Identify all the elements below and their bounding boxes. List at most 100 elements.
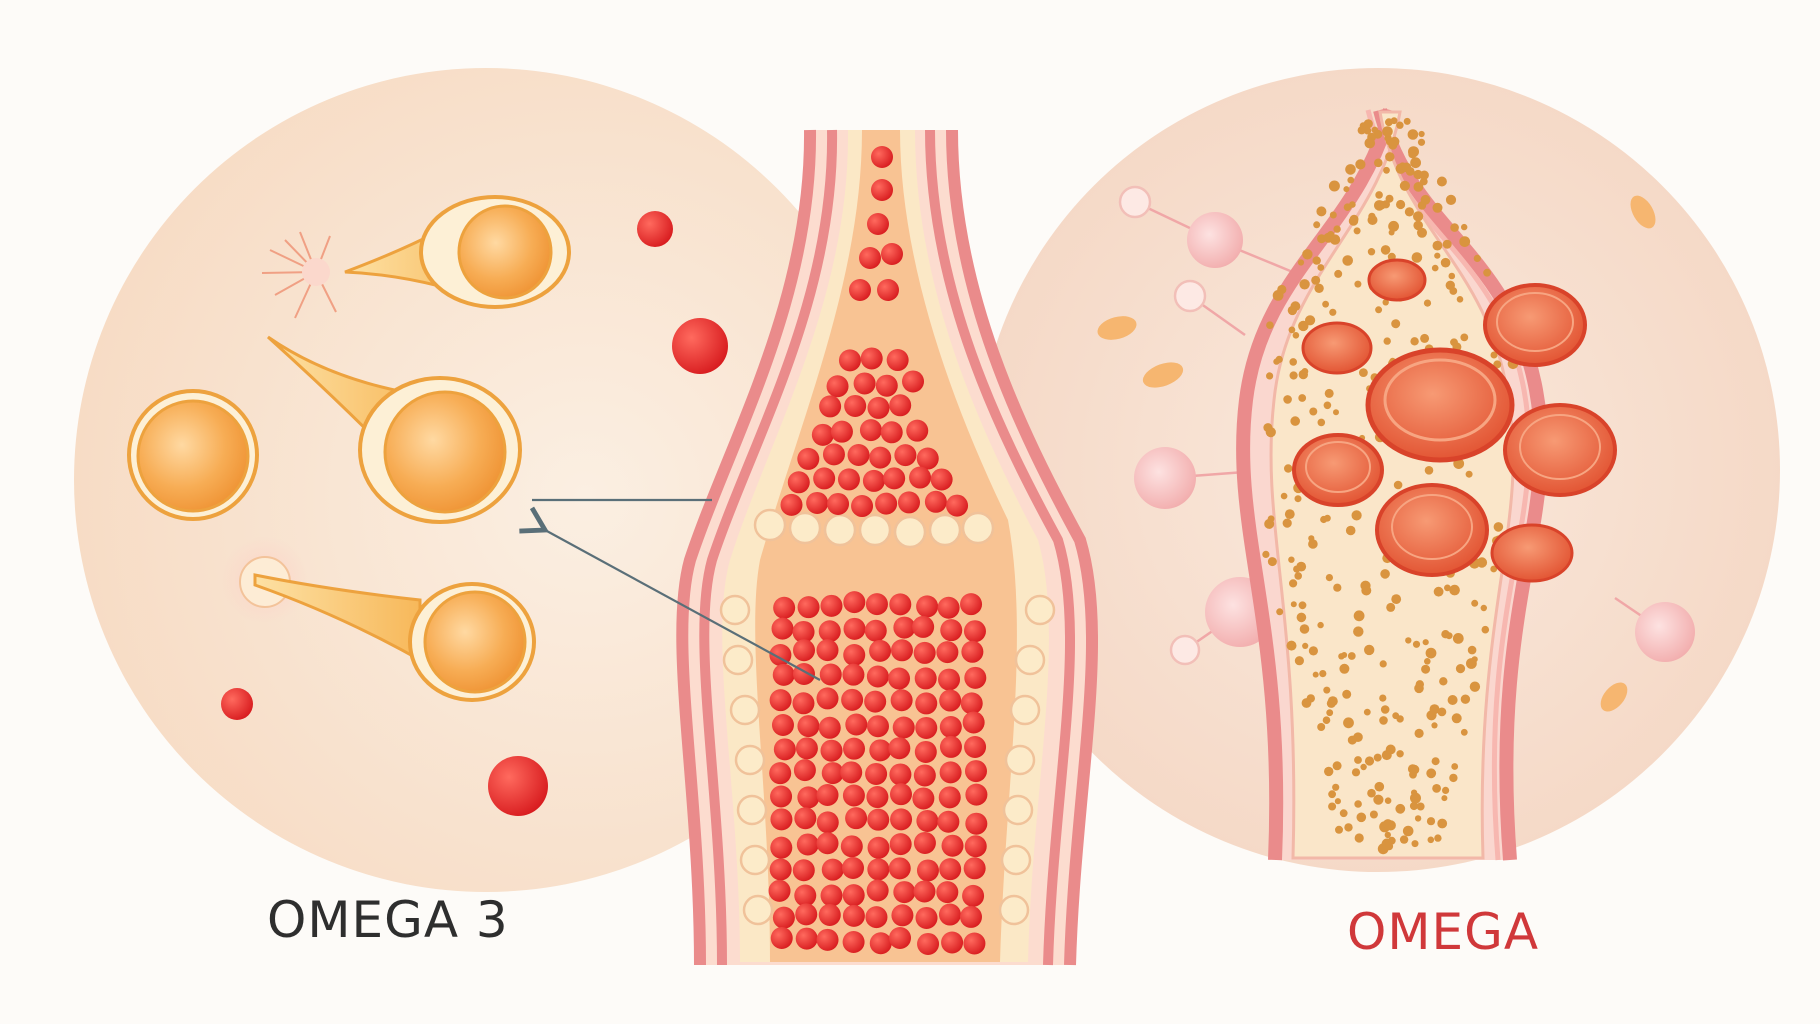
plaque-particle <box>1375 191 1383 199</box>
red-cell <box>913 764 936 787</box>
wall-cell <box>1009 694 1041 726</box>
wall-cell <box>1000 844 1032 876</box>
plaque-particle <box>1347 735 1357 745</box>
plaque-particle <box>1480 604 1488 612</box>
red-cell <box>916 595 939 618</box>
wall-cell <box>1004 744 1036 776</box>
plaque-particle <box>1421 664 1431 674</box>
red-cell <box>813 467 836 490</box>
plaque-particle <box>1385 820 1396 831</box>
plaque-particle <box>1277 284 1287 295</box>
red-cell <box>875 374 898 397</box>
plaque-particle <box>1448 272 1456 280</box>
plaque-particle <box>1419 177 1428 186</box>
plaque-particle <box>1347 652 1356 660</box>
wall-cell <box>722 644 754 676</box>
wall-cell <box>729 694 761 726</box>
plaque-particle <box>1301 368 1309 375</box>
plaque-particle <box>1441 795 1448 802</box>
wall-cell <box>736 794 768 826</box>
red-cell <box>819 395 842 418</box>
red-cell <box>770 836 793 859</box>
plaque-particle <box>1323 401 1332 410</box>
plaque-particle <box>1297 259 1305 266</box>
plaque-particle <box>1416 802 1425 811</box>
flow-arrows <box>532 498 821 681</box>
plaque-particle <box>1333 225 1341 233</box>
red-cell <box>770 808 793 831</box>
red-cell <box>795 927 818 950</box>
plaque-particle <box>1414 815 1422 822</box>
red-cell <box>771 713 794 736</box>
red-cell <box>792 859 815 882</box>
plaque-particle <box>1391 319 1401 329</box>
plaque-particle <box>1332 761 1342 771</box>
wall-cell <box>1014 644 1046 676</box>
plaque-particle <box>1396 121 1404 129</box>
plaque-particle <box>1420 194 1431 205</box>
plaque-particle <box>1317 723 1326 731</box>
red-cell <box>883 467 906 490</box>
red-cell <box>822 443 845 466</box>
plaque-particle <box>1405 167 1415 176</box>
plaque-particle <box>1427 836 1435 844</box>
plaque-particle <box>1469 681 1481 692</box>
plaque-particle <box>1434 252 1441 259</box>
plaque-particle <box>1445 632 1453 640</box>
plaque-particle <box>1490 565 1498 573</box>
burst-icon <box>261 231 337 319</box>
vessel-red-cells <box>768 146 988 955</box>
plaque-particle <box>1332 783 1340 791</box>
plaque-particle <box>1392 712 1400 720</box>
red-cell <box>939 689 962 712</box>
plaque-particle <box>1415 680 1425 689</box>
plaque-particle <box>1377 200 1387 210</box>
plaque-particle <box>1360 763 1367 771</box>
plaque-particle <box>1432 202 1443 213</box>
plaque-particle <box>1292 332 1300 339</box>
red-cell <box>866 715 889 738</box>
red-cell <box>860 347 883 370</box>
plaque-particle <box>1333 409 1339 416</box>
red-cell <box>637 211 673 247</box>
red-cell <box>841 688 864 711</box>
plaque-particle <box>1409 764 1420 775</box>
plaque-particle <box>1322 716 1331 724</box>
red-cell <box>937 596 960 619</box>
red-cell <box>946 494 969 517</box>
plaque-particle <box>1354 280 1362 288</box>
plaque-particle <box>1316 206 1327 217</box>
wall-cell <box>998 894 1030 926</box>
red-cell <box>962 884 985 907</box>
plaque-particle <box>1299 624 1310 634</box>
plaque-particle <box>1426 817 1436 826</box>
plaque-particle <box>1450 338 1458 347</box>
red-cell <box>875 492 898 515</box>
red-cell <box>881 243 903 265</box>
red-cell <box>840 761 863 784</box>
plaque-particle <box>1429 704 1440 715</box>
plaque-particle <box>1384 797 1392 804</box>
plaque-particle <box>1452 633 1464 644</box>
plaque-particle <box>1286 640 1297 651</box>
red-cell <box>795 903 818 926</box>
plaque-particle <box>1305 315 1316 326</box>
plaque-particle <box>1349 201 1356 208</box>
red-cell <box>819 663 842 686</box>
red-cell <box>939 735 962 758</box>
plaque-particle <box>1354 756 1362 764</box>
red-cell <box>961 640 984 663</box>
plaque-particle <box>1402 825 1414 837</box>
red-cell <box>843 617 866 640</box>
wall-cell <box>823 513 857 547</box>
red-cell <box>796 833 819 856</box>
red-cell <box>941 931 964 954</box>
plaque-particle <box>1298 394 1307 402</box>
red-cell <box>909 466 932 489</box>
plaque-particle <box>1385 842 1394 851</box>
plaque-particle <box>1296 561 1307 572</box>
plaque-particle <box>1460 694 1471 704</box>
plaque-particle <box>1267 515 1275 523</box>
plaque-particle <box>1417 138 1426 146</box>
red-cell <box>897 491 920 514</box>
